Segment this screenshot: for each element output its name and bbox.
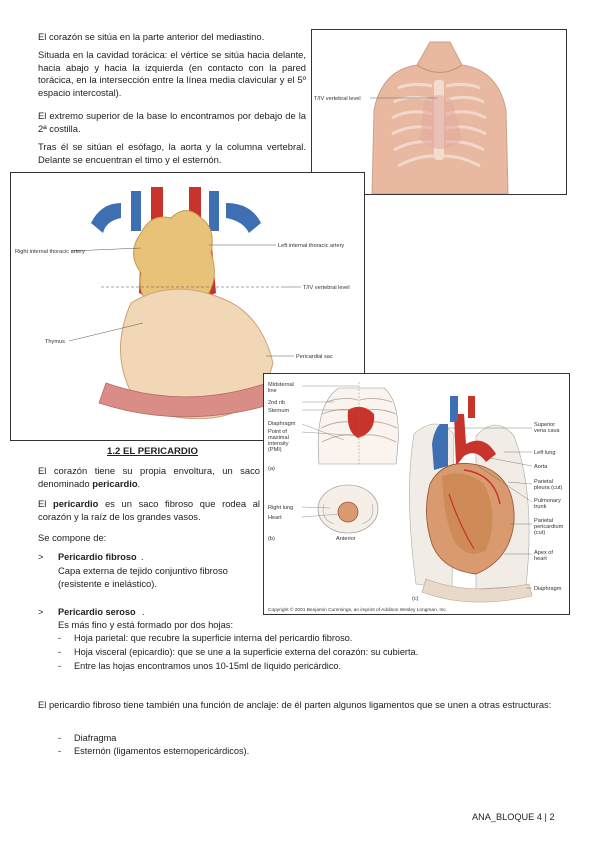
label-aorta: Aorta bbox=[534, 464, 548, 470]
label-pmi: (PMI) bbox=[268, 447, 282, 453]
label-midsternal-line: line bbox=[268, 388, 277, 394]
label-parietal-pleura: Parietal bbox=[534, 479, 553, 485]
label-svc: vena cava bbox=[534, 428, 560, 434]
label-sternum: Sternum bbox=[268, 408, 289, 414]
label-left-artery: Left internal thoracic artery bbox=[278, 243, 344, 249]
seroso-title: Pericardio seroso bbox=[58, 607, 136, 617]
envoltura-term: pericardio bbox=[92, 477, 138, 489]
label-left-lung: Left lung bbox=[534, 450, 555, 456]
label-heart-b: Heart bbox=[268, 515, 282, 521]
bullet-arrow-icon: > bbox=[38, 607, 44, 617]
label-panel-b: (b) bbox=[268, 536, 275, 542]
dash-icon: - bbox=[58, 633, 62, 643]
envoltura-text: El corazón tiene su propia envoltura, un… bbox=[38, 465, 260, 489]
anclaje-item: Esternón (ligamentos esternopericárdicos… bbox=[74, 746, 250, 756]
pericardio-term: pericardio bbox=[52, 498, 99, 509]
section-title: 1.2 EL PERICARDIO bbox=[107, 446, 198, 457]
label-apex: heart bbox=[534, 556, 547, 562]
torso-level-label: T/IV vertebral level bbox=[314, 96, 361, 102]
bullet-arrow-icon: > bbox=[38, 552, 44, 562]
label-panel-a: (a) bbox=[268, 466, 275, 472]
seroso-item: Entre las hojas encontramos unos 10-15ml… bbox=[74, 661, 342, 671]
pericardio-paragraph: El pericardio es un saco fibroso que rod… bbox=[38, 498, 260, 523]
label-midsternal: Midsternal bbox=[268, 382, 294, 388]
anclaje-paragraph: El pericardio fibroso tiene también una … bbox=[38, 699, 552, 710]
figure-copyright: Copyright © 2001 Benjamin Cummings, an i… bbox=[268, 606, 447, 613]
label-parietal-pleura: pleura (cut) bbox=[534, 485, 562, 491]
intro-paragraph: El corazón se sitúa en la parte anterior… bbox=[38, 31, 265, 42]
label-pmi: Point of bbox=[268, 429, 287, 435]
dash-icon: - bbox=[58, 647, 62, 657]
label-2nd-rib: 2nd rib bbox=[268, 400, 285, 406]
torso-figure: T/IV vertebral level bbox=[311, 29, 567, 195]
label-vertebral-level: T/IV vertebral level bbox=[303, 285, 350, 291]
compone-paragraph: Se compone de: bbox=[38, 532, 107, 543]
heart-position-figure: Midsternal line 2nd rib Sternum Diaphrag… bbox=[263, 373, 570, 615]
dash-icon: - bbox=[58, 746, 62, 756]
fibroso-desc: Capa externa de tejido conjuntivo fibros… bbox=[58, 565, 228, 589]
label-pericardial-sac: Pericardial sac bbox=[296, 354, 333, 360]
label-diaphragm: Diaphragm bbox=[534, 586, 562, 592]
base-paragraph: El extremo superior de la base lo encont… bbox=[38, 110, 306, 134]
dash-icon: - bbox=[58, 733, 62, 743]
label-right-artery: Right internal thoracic artery bbox=[15, 249, 85, 255]
label-parietal-pericardium: pericardium bbox=[534, 524, 564, 530]
label-pmi: maximal bbox=[268, 435, 289, 441]
fibroso-period: . bbox=[141, 552, 144, 562]
label-anterior: Anterior bbox=[336, 536, 356, 542]
dash-icon: - bbox=[58, 661, 62, 671]
pericardio-text-c: es un saco fibroso que rodea al corazón … bbox=[38, 498, 260, 522]
torso-illustration: T/IV vertebral level bbox=[312, 30, 566, 194]
location-paragraph: Situada en la cavidad torácica: el vérti… bbox=[38, 49, 306, 98]
label-right-lung: Right lung bbox=[268, 505, 293, 511]
label-thymus: Thymus bbox=[45, 339, 65, 345]
label-panel-c: (c) bbox=[412, 596, 419, 602]
anclaje-item: Diafragma bbox=[74, 733, 117, 743]
envoltura-paragraph: El corazón tiene su propia envoltura, un… bbox=[38, 465, 260, 490]
seroso-item: Hoja visceral (epicardio): que se une a … bbox=[74, 647, 419, 657]
pericardio-text-a: El bbox=[38, 498, 53, 509]
seroso-item: Hoja parietal: que recubre la superficie… bbox=[74, 633, 353, 643]
fibroso-title: Pericardio fibroso bbox=[58, 552, 137, 562]
label-apex: Apex of bbox=[534, 550, 553, 556]
label-svc: Superior bbox=[534, 422, 555, 428]
seroso-period: . bbox=[142, 607, 145, 617]
seroso-desc: Es más fino y está formado por dos hojas… bbox=[58, 619, 234, 630]
relations-paragraph: Tras él se sitúan el esófago, la aorta y… bbox=[38, 141, 306, 165]
label-pulmonary-trunk: trunk bbox=[534, 504, 547, 510]
label-pulmonary-trunk: Pulmonary bbox=[534, 498, 561, 504]
label-parietal-pericardium: (cut) bbox=[534, 530, 545, 536]
label-parietal-pericardium: Parietal bbox=[534, 518, 553, 524]
label-pmi: intensity bbox=[268, 441, 289, 447]
page-footer: ANA_BLOQUE 4 | 2 bbox=[472, 812, 555, 822]
heart-position-illustration: Midsternal line 2nd rib Sternum Diaphrag… bbox=[264, 374, 569, 614]
envoltura-period: . bbox=[137, 477, 141, 489]
label-diaphragm-a: Diaphragm bbox=[268, 421, 296, 427]
